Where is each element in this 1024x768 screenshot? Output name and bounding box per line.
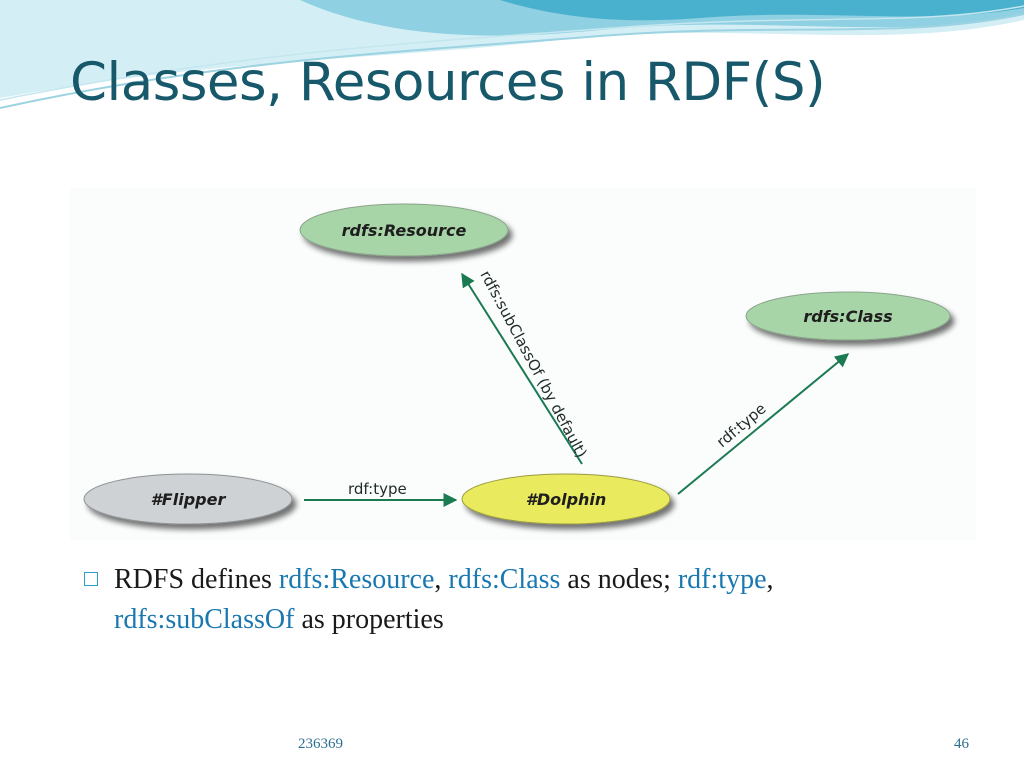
node-label-dolphin: #Dolphin bbox=[526, 490, 607, 509]
edge-dolphin-to-resource bbox=[461, 272, 583, 465]
edge-label-flipper-type: rdf:type bbox=[348, 480, 407, 498]
edge-dolphin-to-class bbox=[677, 353, 850, 495]
node-label-resource: rdfs:Resource bbox=[342, 221, 467, 240]
edge-label-subclassof: rdfs:subClassOf (by default) bbox=[476, 267, 590, 460]
bullet-text-plain: as nodes; bbox=[560, 564, 678, 595]
term-rdfs-resource: rdfs:Resource bbox=[278, 564, 435, 595]
node-rdfs-resource: rdfs:Resource bbox=[299, 203, 509, 257]
bullet-text-plain: , bbox=[434, 564, 449, 595]
bullet-text-plain: RDFS defines bbox=[114, 564, 279, 595]
slide-title: Classes, Resources in RDF(S) bbox=[70, 52, 826, 113]
footer-course-code: 236369 bbox=[298, 736, 343, 752]
bullet-square-icon bbox=[84, 572, 98, 586]
page-number: 46 bbox=[954, 736, 969, 752]
node-label-class: rdfs:Class bbox=[803, 307, 892, 326]
node-label-flipper: #Flipper bbox=[151, 490, 227, 509]
node-rdfs-class: rdfs:Class bbox=[745, 291, 951, 341]
node-flipper: #Flipper bbox=[83, 473, 293, 525]
node-dolphin: #Dolphin bbox=[461, 473, 671, 525]
term-rdfs-class: rdfs:Class bbox=[448, 564, 561, 595]
bullet-text-plain: as properties bbox=[294, 604, 444, 635]
bullet-text-plain: , bbox=[766, 564, 774, 595]
header-wave-decoration bbox=[0, 0, 1024, 109]
term-rdfs-subclassof: rdfs:subClassOf bbox=[114, 604, 295, 635]
bullet-item: RDFS defines rdfs:Resource, rdfs:Class a… bbox=[84, 560, 964, 640]
bullet-text: RDFS defines rdfs:Resource, rdfs:Class a… bbox=[114, 560, 964, 640]
term-rdf-type: rdf:type bbox=[677, 564, 767, 595]
rdfs-diagram: rdf:type rdfs:subClassOf (by default) rd… bbox=[70, 188, 976, 540]
